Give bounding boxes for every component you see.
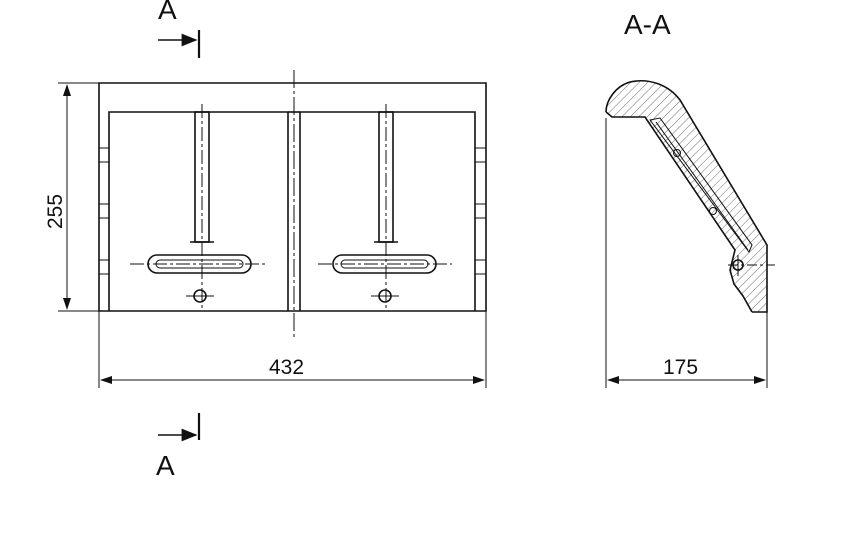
dimension-width: 432	[98, 311, 487, 388]
section-cut-label-bottom: A	[156, 450, 175, 481]
dimension-height: 255	[44, 82, 99, 312]
section-marker-bottom: A	[156, 413, 201, 481]
dimension-depth: 175	[605, 118, 768, 388]
section-view	[605, 80, 775, 313]
left-slot-assembly	[130, 104, 265, 310]
front-view	[98, 70, 487, 340]
section-marker-top: A	[158, 0, 201, 58]
width-dimension-value: 432	[269, 356, 304, 379]
section-view-title: A-A	[624, 9, 671, 40]
section-cut-label-top: A	[158, 0, 177, 25]
height-dimension-value: 255	[44, 194, 67, 229]
right-slot-assembly	[318, 104, 452, 310]
depth-dimension-value: 175	[663, 356, 698, 379]
